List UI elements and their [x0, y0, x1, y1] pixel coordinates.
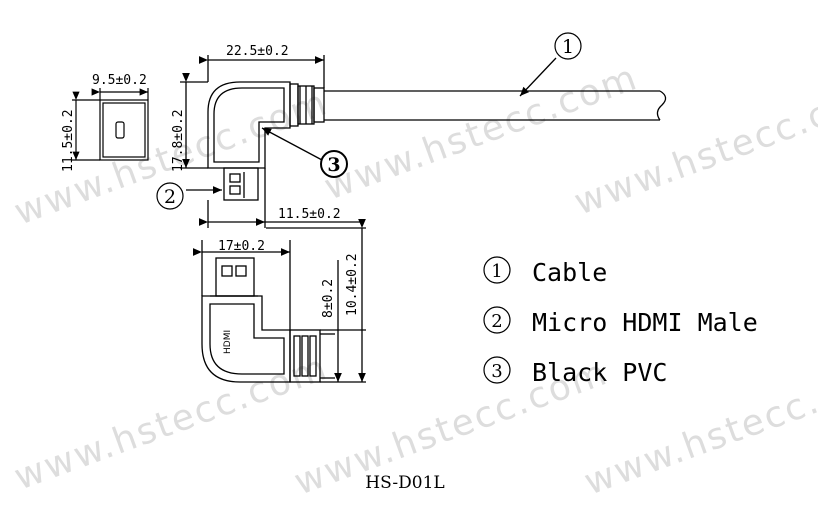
callout-cable-label: 1: [562, 36, 574, 58]
dim-height-left: 17.8±0.2: [171, 109, 186, 172]
bottom-view: [192, 218, 366, 383]
dim-height-8: 8±0.2: [321, 279, 336, 318]
legend-label-3: Black PVC: [532, 358, 667, 387]
legend-label-1: Cable: [532, 258, 607, 287]
legend-label-2: Micro HDMI Male: [532, 308, 758, 337]
callout-pvc: 3: [320, 150, 348, 178]
callout-pvc-label: 3: [327, 154, 340, 176]
callout-connector-label: 2: [164, 186, 176, 208]
hdmi-mark: HDMI: [223, 330, 233, 354]
callout-connector: 2: [156, 182, 184, 210]
watermark-4: www.hstecc.com: [9, 347, 333, 498]
end-view: [72, 88, 149, 161]
model-number: HS-D01L: [365, 473, 444, 493]
callout-cable: 1: [554, 32, 582, 60]
legend-num-2: 2: [491, 311, 502, 332]
legend-item-black-pvc: 3 Black PVC: [483, 356, 667, 387]
dim-width-small: 9.5±0.2: [92, 73, 147, 88]
dim-height-10: 10.4±0.2: [345, 253, 360, 316]
watermark-layer: www.hstecc.com www.hstecc.com www.hstecc…: [9, 57, 818, 503]
dim-bottom-view-width: 17±0.2: [218, 239, 265, 254]
dim-bottom-width: 11.5±0.2: [278, 207, 341, 222]
dim-width-top: 22.5±0.2: [226, 44, 289, 59]
side-view: [180, 55, 667, 228]
legend-item-cable: 1 Cable: [483, 256, 607, 287]
legend-num-3: 3: [491, 361, 502, 382]
legend: 1 Cable 2 Micro HDMI Male 3 Black PVC: [483, 256, 758, 387]
legend-item-micro-hdmi: 2 Micro HDMI Male: [483, 306, 758, 337]
legend-num-1: 1: [491, 261, 502, 282]
dim-height-small: 11.5±0.2: [61, 109, 76, 172]
